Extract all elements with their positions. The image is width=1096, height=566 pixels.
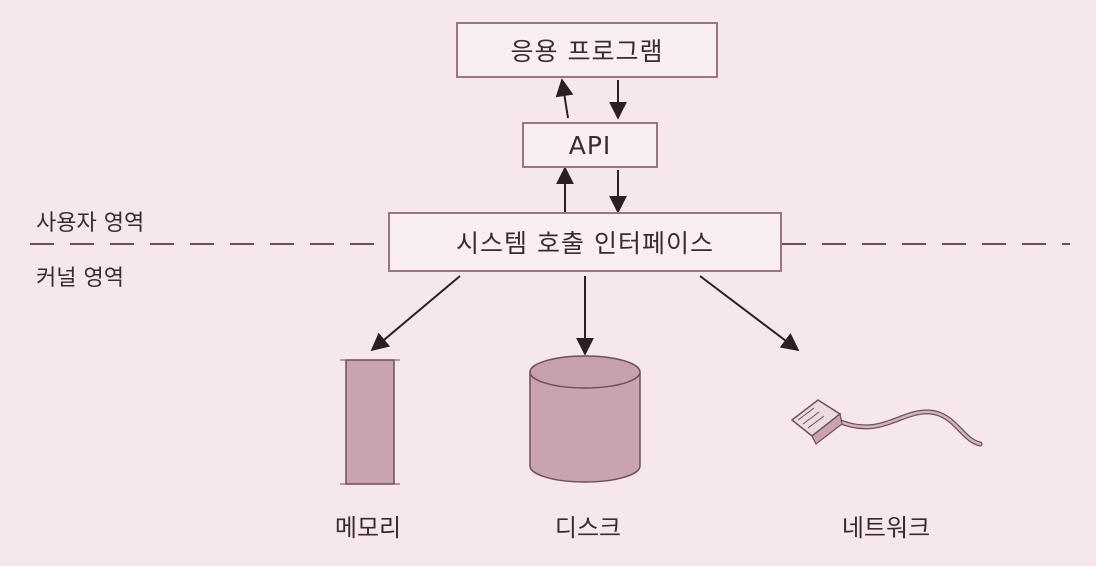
memory-label: 메모리	[334, 514, 402, 542]
api-box: API	[522, 122, 658, 168]
network-label: 네트워크	[841, 514, 931, 542]
user-space-label: 사용자 영역	[36, 211, 145, 236]
memory-icon	[340, 359, 400, 485]
arrow-to-network	[699, 275, 800, 352]
application-program-box: 응용 프로그램	[456, 22, 718, 78]
disk-icon	[529, 355, 641, 483]
system-call-interface-box: 시스템 호출 인터페이스	[388, 212, 782, 272]
disk-label: 디스크	[554, 514, 622, 542]
arrow-api-to-app	[555, 78, 574, 119]
network-cable-icon	[790, 399, 983, 447]
system-call-interface-label: 시스템 호출 인터페이스	[456, 229, 714, 258]
kernel-space-label: 커널 영역	[36, 266, 124, 291]
application-program-label: 응용 프로그램	[510, 37, 664, 66]
api-label: API	[568, 130, 612, 160]
arrow-to-memory	[370, 275, 461, 352]
